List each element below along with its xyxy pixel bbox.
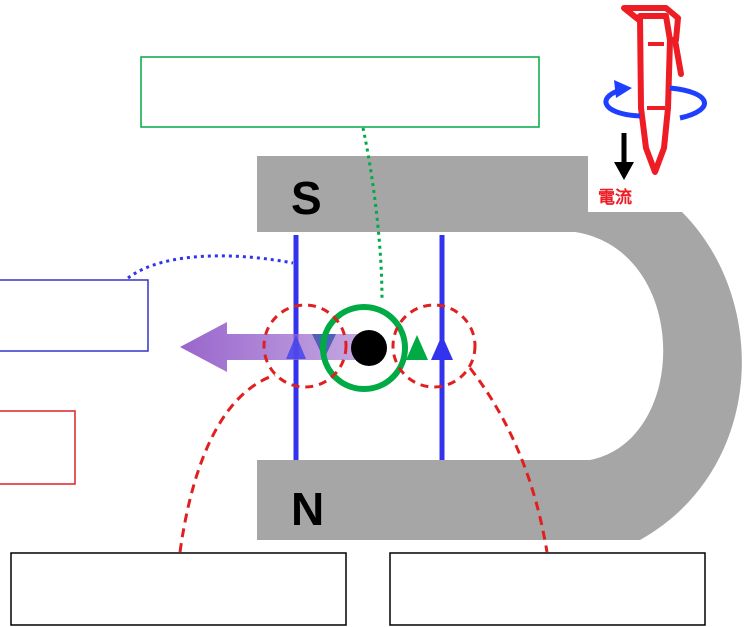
rotation-arrow-icon (603, 80, 707, 121)
wire-field-circle (320, 304, 408, 392)
current-direction-arrow-icon (614, 133, 634, 180)
current-label: 電流 (598, 187, 632, 208)
top-answer-box[interactable] (140, 56, 540, 128)
bottom-left-answer-box[interactable] (10, 552, 347, 626)
highlight-circle-left (262, 303, 348, 389)
bottom-left-box-connector (178, 373, 276, 553)
screwdriver-icon (621, 5, 684, 175)
bottom-right-box-connector (468, 367, 549, 553)
wire-field-arrow-up-icon (406, 335, 428, 360)
field-arrow-up-right-icon (431, 335, 453, 360)
current-out-of-page-icon (351, 330, 387, 366)
field-arrow-up-left-icon (286, 335, 306, 359)
left-blue-answer-box[interactable] (0, 279, 149, 352)
left-blue-box-connector (127, 254, 294, 280)
bottom-right-answer-box[interactable] (389, 552, 706, 626)
south-pole-label: S (291, 172, 322, 224)
left-red-answer-box[interactable] (0, 410, 76, 485)
north-pole-label: N (291, 483, 324, 535)
horseshoe-magnet (257, 156, 742, 540)
top-box-connector (361, 127, 384, 301)
highlight-circle-right (391, 303, 477, 389)
